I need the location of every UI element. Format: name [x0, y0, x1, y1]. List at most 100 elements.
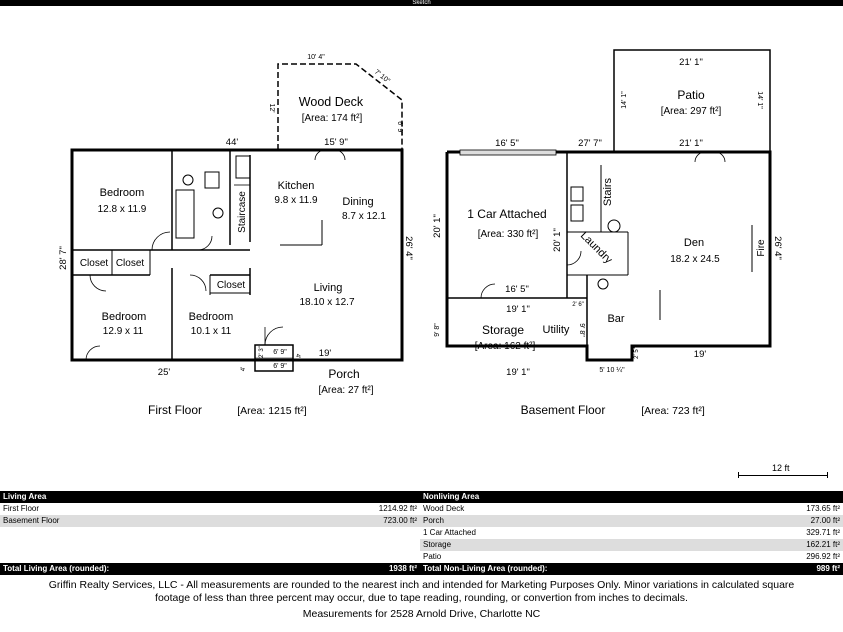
fire-label: Fire: [756, 239, 767, 257]
basement-floor-area: [Area: 723 ft²]: [641, 405, 705, 417]
dim-porch-e: 4': [241, 367, 247, 371]
header-bar: Sketch: [0, 0, 843, 6]
dim-right: 26' 4": [403, 236, 414, 260]
closet2-label: Closet: [116, 258, 145, 269]
dim-deck-right: 6' 9": [396, 121, 403, 135]
table-row: First Floor 1214.92 ft² Wood Deck 173.65 f…: [0, 503, 843, 515]
nonliving-row-value: 162.21 ft²: [806, 540, 840, 549]
basement-outer-wall: [445, 150, 772, 362]
dim-storage-right: 9' 8": [578, 323, 585, 337]
scale-line: [738, 475, 828, 476]
dim-bottom-right: 19': [319, 348, 332, 359]
living-area-header: Living Area: [3, 492, 47, 501]
closet3-label: Closet: [217, 280, 246, 291]
bar-label: Bar: [607, 313, 624, 325]
dining-name: Dining: [342, 196, 373, 208]
dim-deck-left: 12': [268, 103, 275, 112]
total-living-label: Total Living Area (rounded):: [3, 564, 110, 573]
first-floor-plan: [70, 63, 404, 372]
total-living-value: 1938 ft²: [388, 564, 417, 573]
den-name: Den: [684, 237, 704, 249]
dim-garage-left: 20' 1": [432, 214, 443, 238]
first-floor-labels: Wood Deck [Area: 174 ft²] Bedroom 12.8 x…: [80, 95, 387, 417]
dim-garage-top: 16' 5": [495, 138, 519, 149]
living-row-label: Basement Floor: [3, 516, 60, 525]
dim-porch-c: 2' 3": [259, 346, 265, 358]
disclaimer-line-2: footage of less than three percent may o…: [155, 592, 688, 604]
dim-storage-top: 19' 1": [506, 304, 530, 315]
porch-name: Porch: [328, 367, 359, 381]
garage-name: 1 Car Attached: [467, 207, 546, 221]
living-row-value: 1214.92 ft²: [378, 504, 417, 513]
dim-porch-b: 6' 9": [273, 363, 287, 370]
closet1-label: Closet: [80, 258, 109, 269]
dim-top-right: 15' 9": [324, 137, 348, 148]
nonliving-area-header: Nonliving Area: [423, 492, 480, 501]
total-nonliving-label: Total Non-Living Area (rounded):: [423, 564, 548, 573]
basement-floor-label: Basement Floor: [521, 403, 606, 417]
header-title: Sketch: [412, 0, 431, 6]
laundry-label: Laundry: [578, 230, 615, 267]
dim-left: 28' 7": [58, 246, 69, 270]
patio-name: Patio: [677, 88, 705, 102]
nonliving-row-label: 1 Car Attached: [423, 528, 476, 537]
dim-den-right: 26' 4": [772, 236, 783, 260]
living-name: Living: [314, 282, 343, 294]
total-nonliving-value: 989 ft²: [816, 564, 840, 573]
den-size: 18.2 x 24.5: [670, 254, 720, 265]
kitchen-name: Kitchen: [278, 180, 315, 192]
dim-patio-top: 21' 1": [679, 57, 703, 68]
staircase-label: Staircase: [237, 191, 248, 233]
living-row-label: First Floor: [3, 504, 39, 513]
dim-garage-bottom: 16' 5": [505, 284, 529, 295]
storage-area: [Area: 162 ft²]: [475, 341, 536, 352]
wood-deck-name: Wood Deck: [299, 95, 364, 109]
bedroom1-size: 12.8 x 11.9: [98, 204, 147, 215]
bedroom3-name: Bedroom: [189, 311, 234, 323]
first-floor-dimensions: 10' 4" 7' 10" 12' 6' 9" 44' 15' 9" 28' 7…: [58, 54, 414, 378]
table-row: 1 Car Attached 329.71 ft²: [0, 527, 843, 539]
scale-tick-left: [738, 472, 739, 478]
dim-deck-top: 10' 4": [307, 54, 325, 61]
bedroom3-size: 10.1 x 11: [191, 326, 232, 337]
nonliving-row-label: Wood Deck: [423, 504, 465, 513]
nonliving-row-value: 27.00 ft²: [810, 516, 840, 525]
table-header-row: Living Area Nonliving Area: [0, 491, 843, 503]
living-size: 18.10 x 12.7: [299, 297, 354, 308]
dim-storage-small: 2' 6": [572, 302, 584, 308]
kitchen-size: 9.8 x 11.9: [274, 195, 318, 206]
basement-dimensions: 21' 1" 21' 1" 14' 1" 14' 1" 16' 5" 27' 7…: [432, 57, 783, 378]
dim-porch-d: 4': [294, 354, 300, 358]
wood-deck-area: [Area: 174 ft²]: [302, 113, 363, 124]
nonliving-row-label: Porch: [423, 516, 444, 525]
bedroom2-size: 12.9 x 11: [103, 326, 144, 337]
dim-bottom-right: 19': [694, 349, 707, 360]
nonliving-row-value: 173.65 ft²: [806, 504, 840, 513]
address-line: Measurements for 2528 Arnold Drive, Char…: [302, 608, 541, 620]
first-floor-outer-wall: [70, 148, 404, 362]
dim-bottom-left: 25': [158, 367, 171, 378]
dim-storage-left: 9' 8": [434, 323, 441, 337]
dim-top-left: 44': [226, 137, 239, 148]
first-floor-area: [Area: 1215 ft²]: [237, 405, 307, 417]
wood-deck-outline: [277, 63, 403, 150]
scale-label: 12 ft: [772, 463, 790, 473]
dim-patio-right: 14' 1": [756, 91, 763, 109]
garage-area: [Area: 330 ft²]: [478, 229, 539, 240]
area-summary-table: Living Area Nonliving Area First Floor 12…: [0, 491, 843, 575]
floor-plan-drawing: Wood Deck [Area: 174 ft²] Bedroom 12.8 x…: [58, 49, 783, 417]
patio-area: [Area: 297 ft²]: [661, 106, 722, 117]
dim-porch-a: 6' 9": [273, 349, 287, 356]
utility-label: Utility: [543, 324, 570, 336]
dim-deck-diag: 7' 10": [373, 69, 391, 86]
dim-bottom-step: 2' 5": [634, 347, 640, 359]
storage-name: Storage: [482, 323, 524, 337]
stairs-label: Stairs: [602, 177, 614, 206]
nonliving-row-value: 329.71 ft²: [806, 528, 840, 537]
bedroom1-name: Bedroom: [100, 187, 145, 199]
nonliving-row-value: 296.92 ft²: [806, 552, 840, 561]
scale-tick-right: [827, 472, 828, 478]
dim-patio-bottom: 21' 1": [679, 138, 703, 149]
